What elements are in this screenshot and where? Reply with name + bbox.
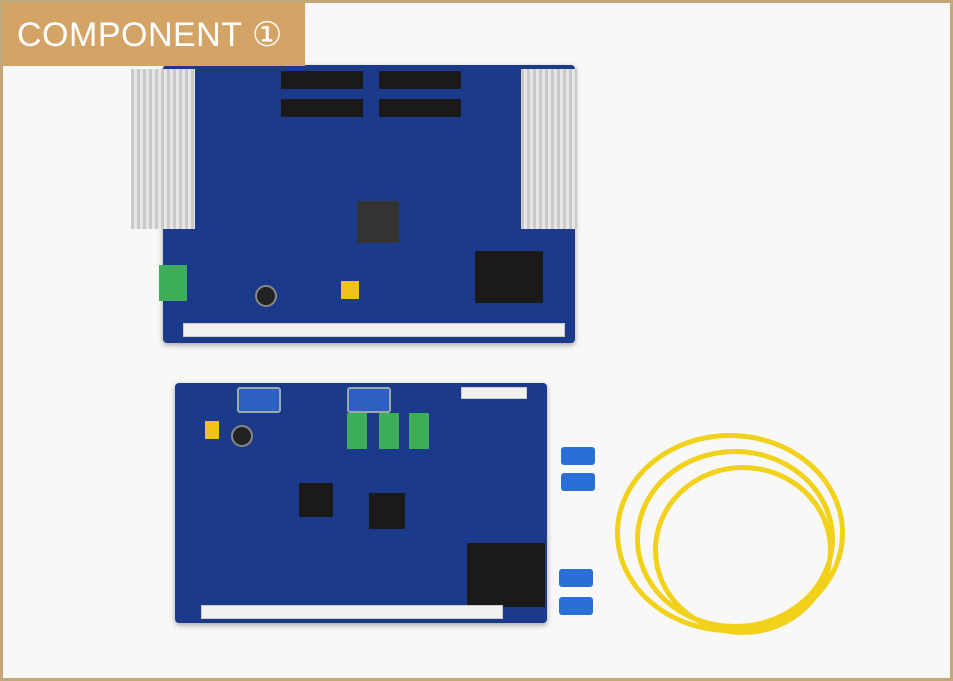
fiber-transceiver [467, 543, 545, 607]
component-label: COMPONENT ① [3, 3, 305, 66]
connector-row [183, 323, 565, 337]
terminal-block [347, 413, 367, 449]
right-heatsink [521, 69, 577, 229]
left-heatsink [131, 69, 195, 229]
sc-connector [561, 473, 595, 491]
capacitor [255, 285, 277, 307]
connector-row [201, 605, 503, 619]
component-label-text: COMPONENT ① [17, 15, 283, 54]
d-sub-port [237, 387, 281, 413]
processor-chip [299, 483, 333, 517]
ribbon-connector [281, 99, 363, 117]
sc-connector [559, 569, 593, 587]
terminal-block [379, 413, 399, 449]
ribbon-connector [379, 99, 461, 117]
fpga-chip [357, 201, 399, 243]
ribbon-connector [281, 71, 363, 89]
main-control-board [131, 65, 577, 343]
fiber-transceiver [475, 251, 543, 303]
d-sub-port [347, 387, 391, 413]
head-board [175, 383, 547, 623]
yellow-component [205, 421, 219, 439]
terminal-block [409, 413, 429, 449]
capacitor [231, 425, 253, 447]
fiber-cable-coil [653, 465, 833, 635]
ribbon-connector [379, 71, 461, 89]
terminal-block [159, 265, 187, 301]
sc-connector [559, 597, 593, 615]
processor-chip [369, 493, 405, 529]
connector-header [461, 387, 527, 399]
yellow-component [341, 281, 359, 299]
sc-connector [561, 447, 595, 465]
